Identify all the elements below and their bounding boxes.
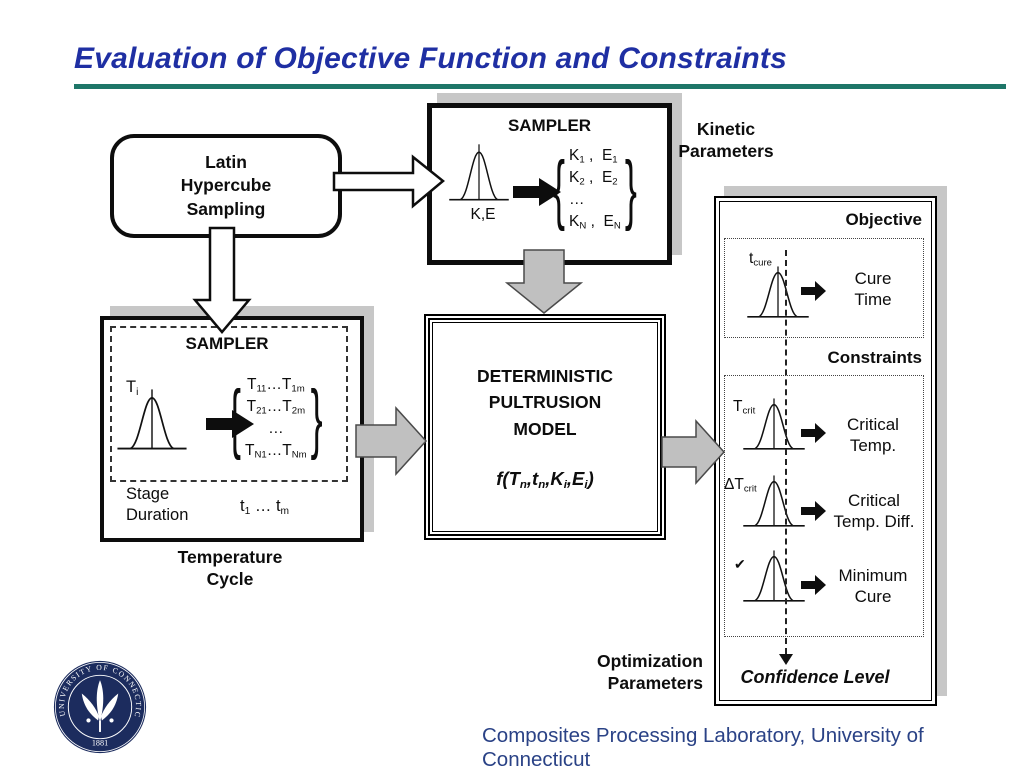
seal-year: 1881 (92, 738, 108, 747)
minimum-cure-label: Minimum Cure (838, 566, 908, 607)
latin-line: Latin (205, 152, 247, 173)
stage-duration-label: Stage Duration (126, 485, 189, 525)
latin-line: Sampling (186, 198, 266, 219)
confidence-arrowhead-icon (779, 654, 793, 665)
matrix-row: T11…T1m (246, 375, 305, 395)
kinetic-parameters-label: Kinetic Parameters (678, 119, 774, 162)
left-brace: { (553, 143, 566, 232)
distribution-label: Ti (126, 378, 139, 398)
model-formula: f(Tn,tn,Ki,Ei) (496, 467, 594, 491)
sampler-title: SAMPLER (507, 116, 592, 135)
matrix-row: … (268, 420, 284, 438)
objective-dotted-box (724, 238, 924, 338)
uconn-seal: UNIVERSITY OF CONNECTICUT 1881 (49, 652, 148, 755)
oak-leaf-icon (81, 680, 119, 732)
left-brace: { (229, 372, 242, 461)
constraints-dotted-box (724, 375, 924, 637)
bell-curve-icon (742, 396, 806, 450)
kinetic-brace-group: { K1 , E1 K2 , E2 … KN , EN } (552, 137, 638, 241)
confidence-level-label: Confidence Level (740, 667, 890, 687)
sampler-title: SAMPLER (185, 334, 269, 353)
temperature-cycle-label: Temperature Cycle (177, 547, 283, 590)
bell-curve-icon (116, 388, 188, 450)
matrix-row: TN1…TNm (245, 441, 307, 461)
critical-temp-diff-symbol: ΔTcrit (724, 476, 757, 495)
latin-hypercube-box: Latin Hypercube Sampling (110, 134, 342, 238)
temperature-brace-group: { T11…T1m T21…T2m … TN1…TNm } (228, 362, 324, 474)
arrow-temperature-to-model (355, 406, 428, 476)
optimization-parameters-label: Optimization Parameters (597, 651, 703, 694)
bell-curve-icon (742, 473, 806, 527)
title-underline (74, 84, 1006, 89)
minimum-cure-check-icon: ✔ (734, 556, 746, 572)
matrix-row: T21…T2m (246, 398, 306, 417)
right-brace: } (310, 372, 323, 461)
matrix-row: KN , EN (569, 212, 621, 232)
matrix-row: K2 , E2 (569, 169, 618, 188)
bell-curve-icon (448, 143, 510, 201)
objective-symbol: tcure (749, 250, 772, 269)
critical-temp-label: Critical Temp. (847, 415, 899, 456)
confidence-dashed-line (785, 250, 787, 654)
constraints-heading: Constraints (827, 348, 922, 367)
matrix-row: K1 , E1 (569, 146, 618, 166)
latin-line: Hypercube (180, 175, 272, 196)
matrix-row: … (569, 191, 585, 209)
stage-times-label: t1 … tm (240, 497, 290, 517)
bell-curve-icon (746, 264, 810, 318)
right-brace: } (624, 143, 637, 232)
distribution-label: K,E (470, 206, 496, 223)
footer-credit: Composites Processing Laboratory, Univer… (482, 724, 924, 768)
page-title: Evaluation of Objective Function and Con… (74, 42, 788, 75)
cure-time-label: Cure Time (854, 269, 892, 310)
deterministic-model-box: DETERMINISTIC PULTRUSION MODEL f(Tn,tn,K… (424, 314, 666, 540)
critical-temp-diff-label: Critical Temp. Diff. (833, 491, 915, 532)
objective-heading: Objective (845, 210, 922, 229)
bell-curve-icon (742, 548, 806, 602)
critical-temp-symbol: Tcrit (733, 398, 756, 417)
